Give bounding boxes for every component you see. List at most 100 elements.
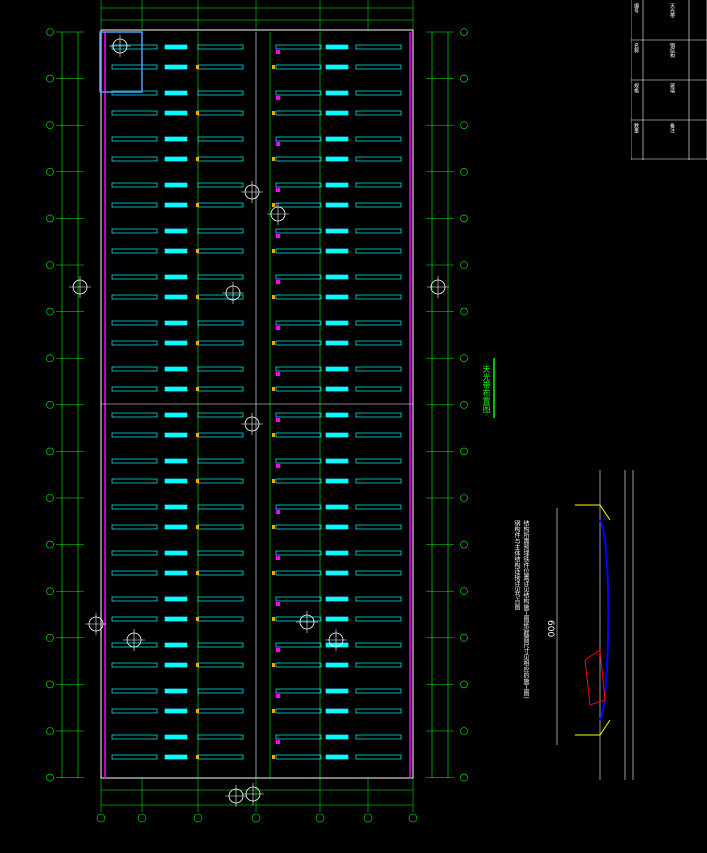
skylight-strip (355, 478, 402, 484)
skylight-strip (355, 228, 402, 234)
flashing-detail (584, 649, 606, 706)
skylight-strip (111, 366, 158, 372)
beam-end (272, 157, 275, 161)
legend-cell: 天光带 (669, 3, 675, 18)
axis-bubble (96, 813, 106, 823)
axis-bubble (46, 214, 54, 223)
skylight-strip (111, 478, 158, 484)
axis-bubble (460, 168, 468, 176)
skylight-strip (275, 136, 322, 142)
skylight-strip (355, 432, 402, 438)
skylight-strip (111, 136, 158, 142)
drain-marker (276, 602, 280, 606)
beam-end (272, 525, 275, 529)
skylight-strip (355, 202, 402, 208)
skylight-strip (325, 458, 349, 464)
skylight-strip (355, 550, 402, 556)
skylight-strip (197, 504, 244, 510)
skylight-strip (164, 478, 188, 484)
skylight-strip (275, 182, 322, 188)
axis-bubble (460, 680, 468, 689)
skylight-strip (355, 64, 402, 70)
skylight-strip (355, 90, 402, 96)
skylight-strip (164, 156, 188, 162)
drain-marker (276, 188, 280, 192)
axis-bubble (408, 813, 418, 823)
skylight-strip (197, 64, 244, 70)
skylight-strip (275, 248, 322, 254)
skylight-strip (325, 754, 349, 760)
skylight-strip (164, 550, 188, 556)
skylight-strip (325, 550, 349, 556)
skylight-strip (275, 504, 322, 510)
skylight-strip (325, 504, 349, 510)
skylight-strip (111, 202, 158, 208)
axis-bubble (460, 773, 468, 782)
skylight-strip (111, 182, 158, 188)
beam-end (272, 111, 275, 115)
beam-end (272, 295, 275, 299)
skylight-strip (275, 386, 322, 392)
skylight-strip (164, 688, 188, 694)
skylight-strip (197, 458, 244, 464)
drain-marker (276, 142, 280, 146)
skylight-strip (111, 228, 158, 234)
beam-end (272, 203, 275, 207)
skylight-strip (111, 340, 158, 346)
beam-end (272, 387, 275, 391)
beam-end (196, 617, 199, 621)
skylight-strip (275, 90, 322, 96)
skylight-strip (355, 366, 402, 372)
axis-bubble (46, 773, 54, 782)
skylight-strip (355, 458, 402, 464)
skylight-strip (111, 156, 158, 162)
skylight-strip (325, 432, 349, 438)
skylight-strip (111, 734, 158, 740)
beam-end (196, 249, 199, 253)
skylight-strip (111, 570, 158, 576)
skylight-strip (325, 366, 349, 372)
section-dimension: 600 (545, 620, 555, 638)
drain-marker (276, 648, 280, 652)
axis-bubble (46, 307, 54, 316)
beam-end (196, 65, 199, 69)
skylight-strip (275, 366, 322, 372)
skylight-strip (355, 754, 402, 760)
beam-end (272, 755, 275, 759)
skylight-strip (197, 524, 244, 530)
skylight-strip (164, 708, 188, 714)
legend-cell: 名称 (633, 43, 639, 53)
skylight-strip (197, 754, 244, 760)
drawing-title: 天光带布置图 (482, 365, 491, 413)
skylight-strip (325, 64, 349, 70)
axis-bubble (460, 540, 468, 549)
skylight-strip (164, 386, 188, 392)
axis-bubble (460, 400, 468, 409)
skylight-strip (197, 366, 244, 372)
skylight-strip (164, 458, 188, 464)
axis-bubble (46, 587, 54, 596)
axis-bubble (363, 813, 373, 823)
skylight-strip (197, 202, 244, 208)
beam-end (196, 479, 199, 483)
axis-bubble (46, 540, 54, 549)
skylight-strip (325, 688, 349, 694)
skylight-strip (164, 44, 188, 50)
skylight-strip (355, 182, 402, 188)
axis-bubble (460, 214, 468, 223)
skylight-strip (111, 44, 158, 50)
skylight-strip (275, 570, 322, 576)
skylight-strip (275, 228, 322, 234)
skylight-strip (111, 688, 158, 694)
beam-end (196, 709, 199, 713)
skylight-strip (164, 90, 188, 96)
bottom-bracket (575, 719, 611, 736)
axis-bubble (315, 813, 325, 823)
skylight-strip (164, 64, 188, 70)
beam-end (272, 571, 275, 575)
beam-end (272, 617, 275, 621)
axis-bubble (46, 121, 54, 129)
skylight-strip (325, 294, 349, 300)
legend-cell: 编号 (633, 3, 639, 13)
